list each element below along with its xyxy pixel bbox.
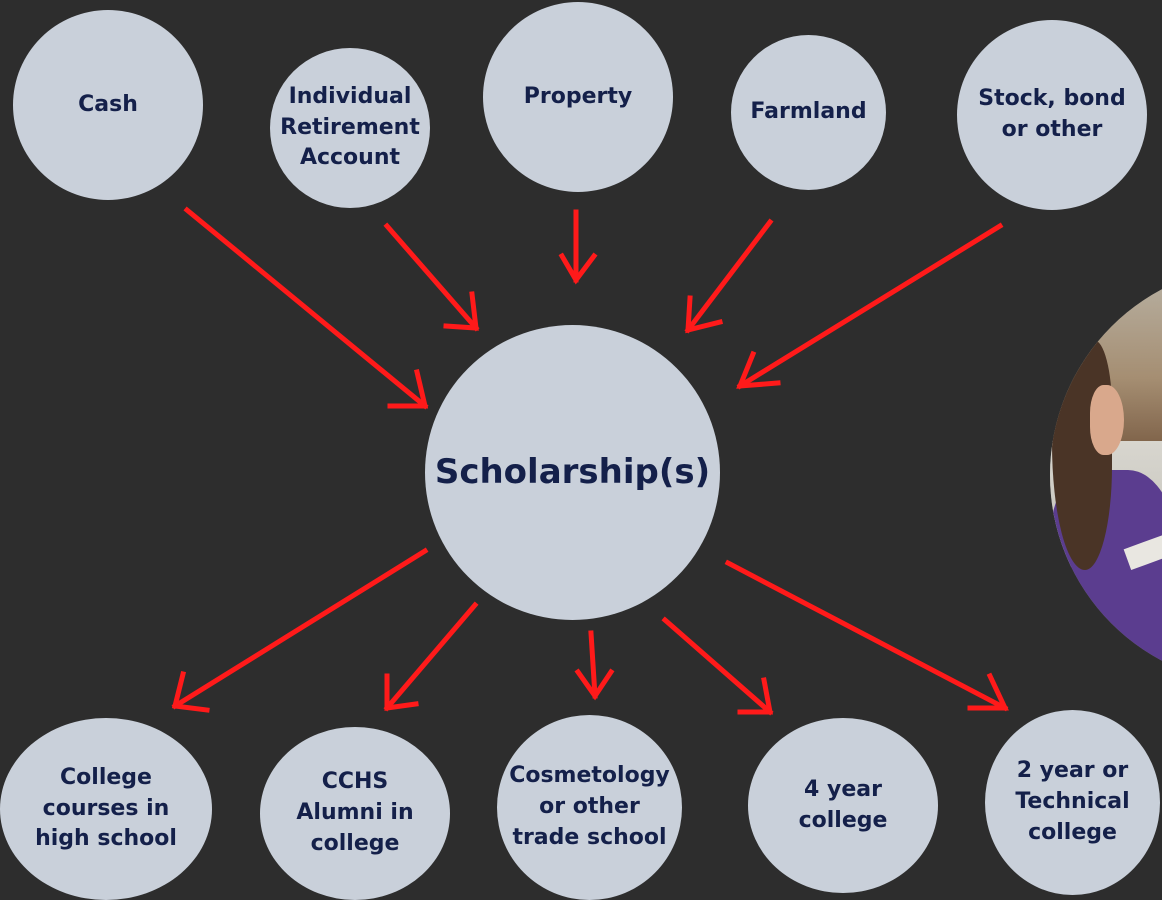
destination-node-cchs-alumni: CCHS Alumni in college	[260, 727, 450, 900]
arrow-scholarship-to-college-courses	[171, 547, 429, 713]
arrow-cash-to-scholarship	[183, 206, 429, 410]
arrow-scholarship-to-two-year	[724, 559, 1009, 712]
arrow-stock-to-scholarship	[736, 222, 1004, 390]
source-node-farmland: Farmland	[731, 35, 886, 190]
arrow-scholarship-to-cchs-alumni	[383, 601, 479, 712]
destination-node-four-year: 4 year college	[748, 718, 938, 893]
destination-node-two-year: 2 year or Technical college	[985, 710, 1160, 895]
arrow-ira-to-scholarship	[383, 222, 480, 332]
destination-node-college-courses: College courses in high school	[0, 718, 212, 900]
source-node-cash: Cash	[13, 10, 203, 200]
center-node-scholarship: Scholarship(s)	[425, 325, 720, 620]
source-node-ira: Individual Retirement Account	[270, 48, 430, 208]
source-node-stock: Stock, bond or other	[957, 20, 1147, 210]
arrow-farmland-to-scholarship	[684, 218, 774, 334]
source-node-property: Property	[483, 2, 673, 192]
arrow-scholarship-to-four-year	[661, 616, 774, 716]
arrow-property-to-scholarship	[558, 209, 598, 285]
student-photo	[1050, 265, 1162, 685]
destination-node-cosmetology: Cosmetology or other trade school	[497, 715, 682, 900]
arrow-scholarship-to-cosmetology	[574, 630, 615, 701]
